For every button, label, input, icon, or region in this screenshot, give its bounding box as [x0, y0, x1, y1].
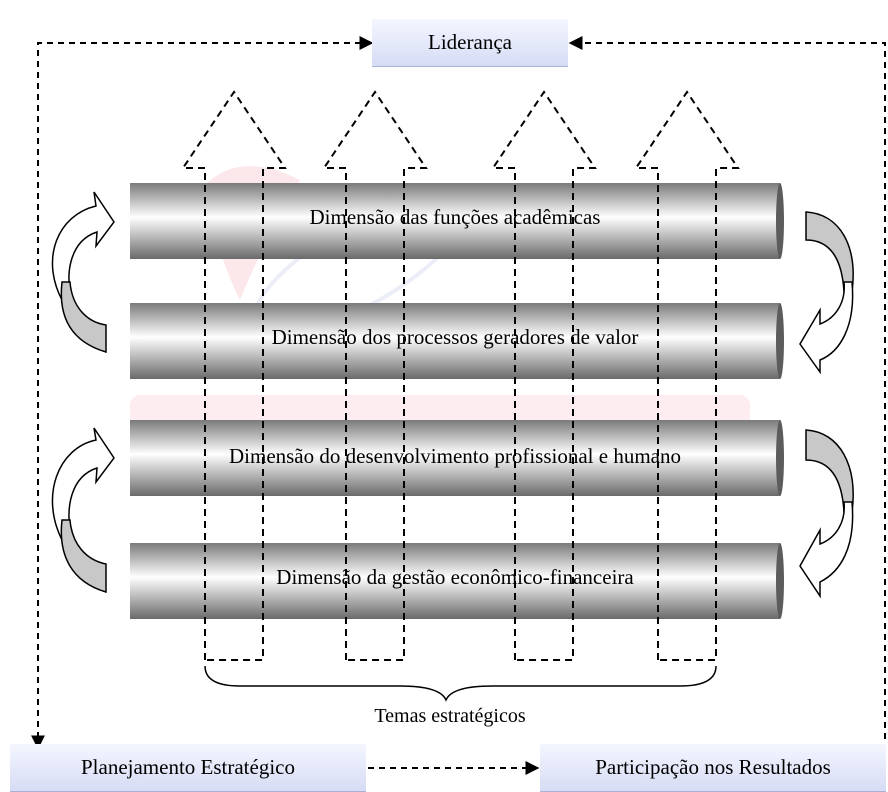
left-cycle-arrows — [51, 191, 115, 594]
theme-arrow — [634, 90, 740, 661]
curved-arrow-icon — [805, 211, 854, 293]
themes-caption: Temas estratégicos — [374, 705, 526, 727]
right-cycle-arrows — [799, 211, 854, 599]
results-to-leadership-connector — [568, 36, 886, 750]
connector-lines — [31, 36, 886, 775]
dimension-label: Dimensão do desenvolvimento profissional… — [228, 443, 681, 468]
curved-arrow-icon — [799, 501, 854, 599]
leadership-to-planning-connector — [31, 36, 374, 750]
curved-arrow-icon — [805, 429, 854, 513]
leadership-box: Liderança — [372, 19, 568, 67]
dimension-label: Dimensão das funções acadêmicas — [309, 204, 601, 229]
curved-arrow-icon — [799, 281, 854, 375]
curved-arrow-icon — [60, 281, 107, 354]
results-participation-box: Participação nos Resultados — [540, 744, 886, 792]
dimension-label: Dimensão da gestão econômico-financeira — [276, 564, 634, 589]
curved-arrow-icon — [60, 519, 107, 594]
themes-brace — [204, 665, 717, 702]
theme-arrow — [491, 90, 597, 661]
strategic-planning-box: Planejamento Estratégico — [10, 744, 366, 792]
dimension-label: Dimensão dos processos geradores de valo… — [271, 324, 639, 349]
